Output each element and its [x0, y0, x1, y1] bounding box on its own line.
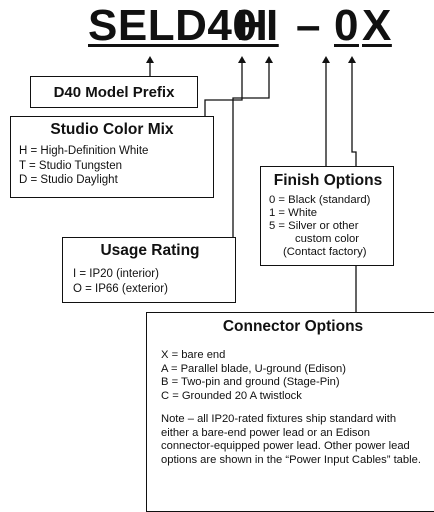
- finish-option: 1 = White: [269, 207, 318, 219]
- color-mix-box: Studio Color Mix H = High-Definition Whi…: [10, 116, 214, 198]
- color-mix-option: T = Studio Tungsten: [19, 159, 123, 172]
- usage-options: I = IP20 (interior) O = IP66 (exterior): [73, 267, 227, 296]
- finish-box: Finish Options 0 = Black (standard) 1 = …: [260, 166, 394, 266]
- color-mix-option: D = Studio Daylight: [19, 174, 118, 186]
- arrow-usage: [265, 56, 273, 63]
- arrowheads: [146, 56, 356, 63]
- finish-options: 0 = Black (standard) 1 = White 5 = Silve…: [269, 194, 387, 259]
- connector-option: X = bare end: [161, 349, 226, 361]
- arrow-prefix: [146, 56, 154, 63]
- usage-box-title: Usage Rating: [100, 242, 200, 259]
- usage-box: Usage Rating I = IP20 (interior) O = IP6…: [62, 237, 236, 303]
- usage-option: I = IP20 (interior): [73, 268, 159, 280]
- finish-code: 0: [334, 1, 359, 50]
- finish-box-title: Finish Options: [273, 172, 383, 189]
- arrow-connector: [348, 56, 356, 63]
- finish-option: 0 = Black (standard): [269, 194, 371, 206]
- connector-lines: [146, 56, 357, 312]
- connector-option: A = Parallel blade, U-ground (Edison): [161, 362, 347, 375]
- finish-option: custom color: [295, 233, 360, 245]
- connector-note: Note – all IP20-rated fixtures ship stan…: [161, 413, 421, 466]
- connector-box: Connector Options X = bare end A = Paral…: [146, 312, 434, 512]
- prefix-box: D40 Model Prefix: [30, 76, 198, 108]
- line-usage: [232, 60, 270, 237]
- usage-code: I: [266, 1, 279, 50]
- arrow-color-mix: [238, 56, 246, 63]
- connector-option: C = Grounded 20 A twistlock: [161, 389, 302, 402]
- line-color-mix: [204, 60, 243, 116]
- usage-option: O = IP66 (exterior): [73, 282, 168, 295]
- connector-box-title: Connector Options: [222, 318, 364, 335]
- color-mix-code: H: [236, 1, 269, 50]
- connector-option: B = Two-pin and ground (Stage-Pin): [161, 376, 340, 388]
- finish-option: (Contact factory): [283, 246, 367, 258]
- model-dash: –: [296, 1, 321, 50]
- color-mix-options: H = High-Definition White T = Studio Tun…: [19, 144, 205, 188]
- prefix-box-title: D40 Model Prefix: [53, 83, 175, 101]
- connector-code: X: [362, 1, 392, 50]
- model-prefix-code: SELD40: [88, 1, 258, 50]
- arrow-finish: [322, 56, 330, 63]
- connector-options: X = bare end A = Parallel blade, U-groun…: [161, 349, 434, 403]
- finish-option: 5 = Silver or other: [269, 220, 359, 232]
- color-mix-option: H = High-Definition White: [19, 145, 149, 157]
- color-mix-box-title: Studio Color Mix: [50, 121, 174, 138]
